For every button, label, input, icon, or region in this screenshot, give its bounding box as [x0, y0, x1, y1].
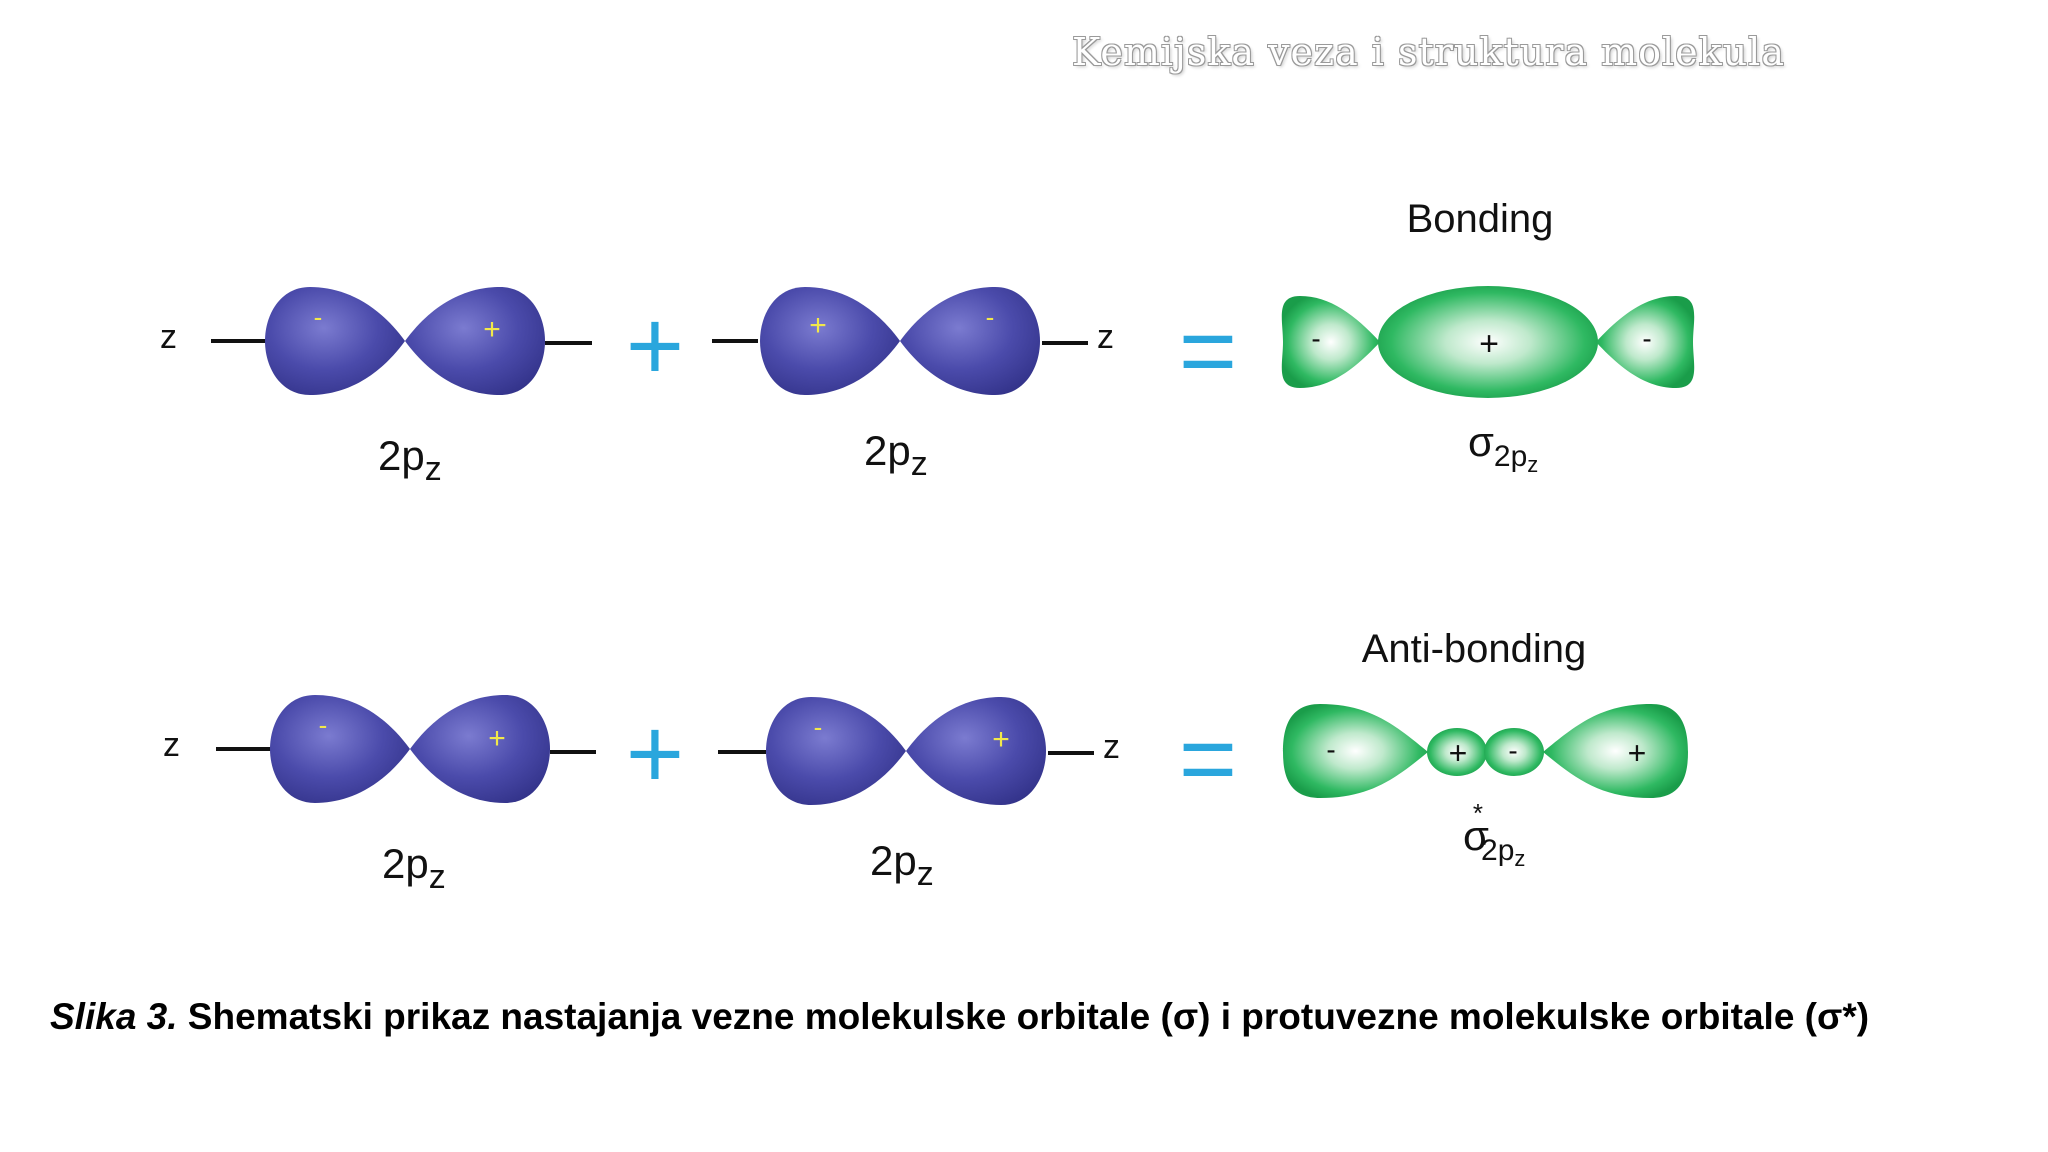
lobe-sign: +: [1628, 735, 1647, 771]
figure-label: Slika 3.: [50, 996, 178, 1037]
antibonding-title: Anti-bonding: [1362, 627, 1587, 671]
orbital-lobe: [1378, 286, 1598, 398]
axis-label-right: z: [1097, 318, 1114, 356]
lobe-sign: +: [488, 722, 506, 755]
sigma-2pz-orbital: - + -: [1281, 286, 1695, 398]
lobe-sign: -: [986, 302, 995, 332]
atomic-orbital-2pz: - +: [766, 697, 1046, 805]
orbital-lobe: [405, 287, 545, 395]
sigma-label: σ2pz: [1468, 418, 1538, 477]
lobe-sign: +: [1449, 735, 1468, 771]
atomic-orbital-2pz: - +: [265, 287, 545, 395]
orbital-lobe: [1281, 296, 1380, 388]
atomic-orbital-2pz: - +: [270, 695, 550, 803]
figure-caption: Slika 3. Shematski prikaz nastajanja vez…: [50, 996, 1869, 1038]
lobe-sign: -: [814, 712, 823, 742]
lobe-sign: +: [1479, 325, 1499, 363]
orbital-label: 2pz: [378, 432, 442, 488]
atomic-orbital-2pz: + -: [760, 287, 1040, 395]
orbital-lobe: [900, 287, 1040, 395]
bonding-row: Bonding z - + 2pz + + - z 2pz = - +: [160, 197, 1695, 488]
orbital-lobe: [906, 697, 1046, 805]
orbital-lobe: [766, 697, 906, 805]
orbital-lobe: [1543, 704, 1688, 798]
axis-label-left: z: [163, 726, 180, 764]
lobe-sign: -: [1642, 323, 1651, 354]
lobe-sign: +: [483, 313, 501, 346]
axis-label-right: z: [1103, 728, 1120, 766]
equals-operator: =: [1179, 295, 1237, 407]
lobe-sign: -: [1508, 735, 1517, 766]
orbital-label: 2pz: [870, 837, 934, 893]
header-title: Kemijska veza i struktura molekula: [1072, 30, 1785, 74]
orbital-lobe: [1283, 704, 1428, 798]
lobe-sign: -: [1326, 734, 1335, 765]
orbital-label: 2pz: [382, 840, 446, 896]
orbital-lobe: [410, 695, 550, 803]
orbital-lobe: [760, 287, 900, 395]
lobe-sign: +: [992, 723, 1010, 756]
bonding-title: Bonding: [1407, 197, 1554, 241]
sigma-star-2pz-orbital: - + - +: [1283, 704, 1688, 798]
axis-label-left: z: [160, 318, 177, 356]
sigma-star-label: σ*2pz: [1463, 798, 1525, 871]
plus-operator: +: [626, 698, 684, 810]
orbital-lobe: [1596, 296, 1695, 388]
lobe-sign: +: [809, 309, 827, 342]
orbital-lobe: [265, 287, 405, 395]
equals-operator: =: [1179, 703, 1237, 815]
lobe-sign: -: [319, 710, 328, 740]
antibonding-row: Anti-bonding z - + 2pz + - + z 2pz = -: [163, 627, 1688, 896]
plus-operator: +: [626, 290, 684, 402]
orbital-lobe: [1427, 728, 1487, 776]
orbital-lobe: [270, 695, 410, 803]
orbital-label: 2pz: [864, 427, 928, 483]
orbital-lobe: [1484, 728, 1544, 776]
lobe-sign: -: [314, 302, 323, 332]
lobe-sign: -: [1311, 323, 1320, 354]
caption-text: Shematski prikaz nastajanja vezne moleku…: [177, 996, 1870, 1037]
